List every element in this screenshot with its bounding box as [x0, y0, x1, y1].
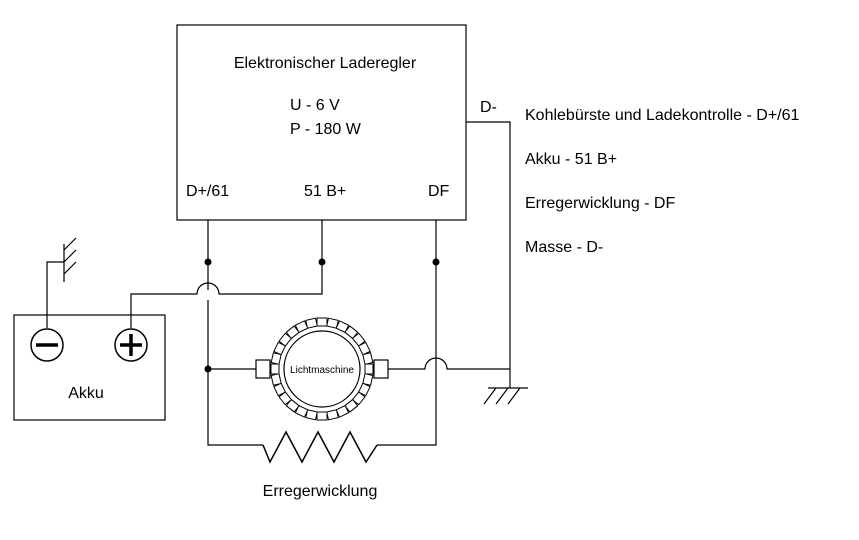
- terminal-df-label: DF: [428, 183, 450, 200]
- stator-tooth: [357, 341, 371, 356]
- stator-tooth: [335, 320, 350, 334]
- wire-d-plus: [207, 220, 263, 446]
- junction-dot: [432, 258, 440, 266]
- field-winding-label: Erregerwicklung: [263, 483, 378, 500]
- battery-label: Akku: [68, 385, 104, 402]
- stator-tooth: [344, 325, 359, 340]
- junction-dot: [204, 365, 212, 373]
- regulator-title: Elektronischer Laderegler: [234, 55, 417, 72]
- stator-tooth: [335, 404, 350, 418]
- stator-tooth: [362, 352, 374, 365]
- regulator-power: P - 180 W: [290, 121, 362, 138]
- stator-tooth: [316, 317, 328, 327]
- legend-item-d-minus: Masse - D-: [525, 239, 603, 256]
- wire-df: [377, 220, 437, 446]
- legend-item-df: Erregerwicklung - DF: [525, 195, 675, 212]
- wire-brush-right: [388, 357, 510, 370]
- ground-icon: [483, 387, 528, 405]
- stator-tooth: [270, 363, 280, 375]
- legend-item-d-plus: Kohlebürste und Ladekontrolle - D+/61: [525, 107, 800, 124]
- stator-tooth: [273, 341, 287, 356]
- alternator-rotor: [283, 330, 361, 408]
- stator-tooth: [364, 363, 374, 375]
- wire-battery-minus: [46, 261, 64, 328]
- stator-tooth: [294, 320, 309, 334]
- alternator: Lichtmaschine: [255, 317, 389, 421]
- wire-d-minus: [466, 121, 511, 388]
- stator-tooth: [305, 317, 318, 329]
- junction-dot: [204, 258, 212, 266]
- stator-tooth: [326, 409, 339, 421]
- stator-tooth: [285, 398, 300, 413]
- regulator-voltage: U - 6 V: [290, 97, 340, 114]
- stator-tooth: [351, 391, 366, 406]
- chassis-ground-icon: [63, 237, 77, 282]
- stator-tooth: [285, 325, 300, 340]
- alternator-stator-teeth: [270, 317, 374, 421]
- terminal-b-plus-label: 51 B+: [304, 183, 346, 200]
- terminal-d-plus-label: D+/61: [186, 183, 229, 200]
- legend-item-b-plus: Akku - 51 B+: [525, 151, 617, 168]
- stator-tooth: [362, 373, 374, 386]
- wire-b-plus: [130, 220, 323, 328]
- stator-tooth: [351, 332, 366, 347]
- battery-box: [13, 314, 166, 421]
- brush-left: [255, 359, 271, 379]
- stator-tooth: [326, 317, 339, 329]
- alternator-label: Lichtmaschine: [290, 365, 354, 376]
- field-winding-coil: [262, 430, 378, 464]
- stator-tooth: [270, 373, 282, 386]
- brush-right: [373, 359, 389, 379]
- stator-tooth: [278, 332, 293, 347]
- stator-tooth: [270, 352, 282, 365]
- minus-circle-icon: [30, 328, 64, 362]
- stator-tooth: [294, 404, 309, 418]
- stator-tooth: [344, 398, 359, 413]
- stator-tooth: [305, 409, 318, 421]
- plus-circle-icon: [114, 328, 148, 362]
- stator-tooth: [278, 391, 293, 406]
- junction-dot: [318, 258, 326, 266]
- stator-tooth: [273, 382, 287, 397]
- terminal-d-minus-label: D-: [480, 99, 497, 116]
- stator-tooth: [357, 382, 371, 397]
- stator-tooth: [316, 411, 328, 421]
